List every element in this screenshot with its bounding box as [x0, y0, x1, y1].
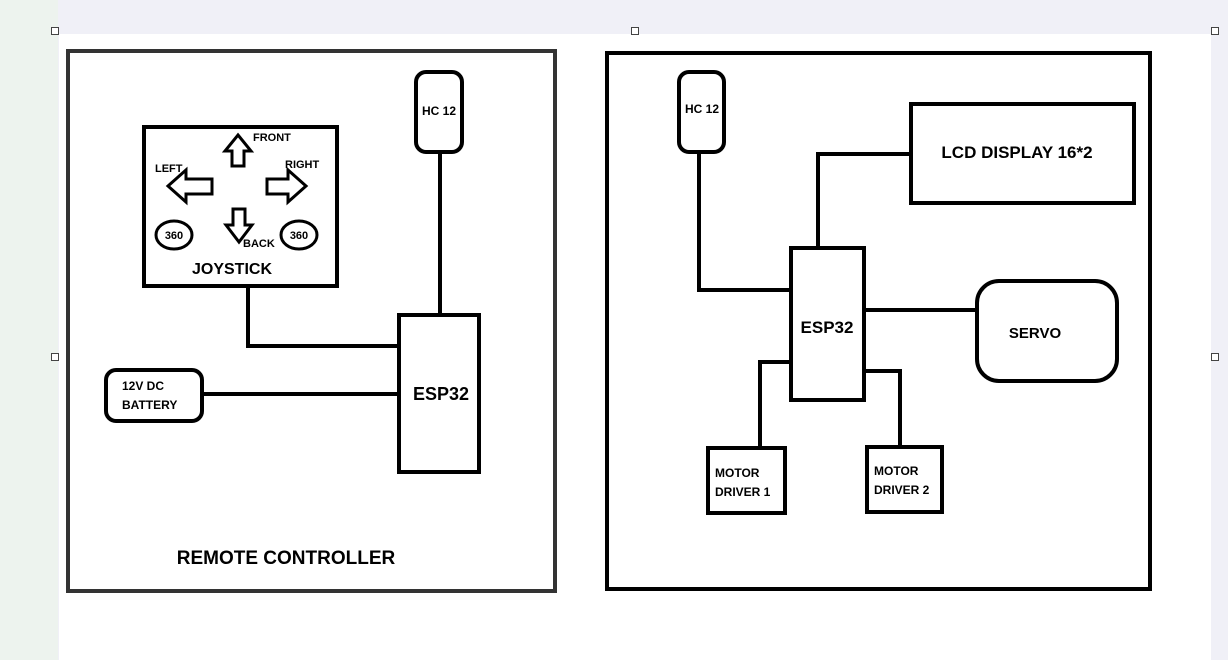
motor-driver-1-block [706, 446, 787, 515]
arrow-up-icon [221, 132, 255, 168]
battery-label-line2: BATTERY [122, 398, 177, 412]
wire-lcd-esp32 [816, 152, 911, 248]
receiver-hc12-block [677, 70, 726, 154]
motor-driver-1-label-line1: MOTOR [715, 466, 760, 480]
receiver-esp32-block [789, 246, 866, 402]
motor-driver-2-label-line2: DRIVER 2 [874, 483, 930, 497]
wire-esp32-motor1 [758, 360, 791, 448]
joystick-back-label: BACK [243, 238, 275, 250]
rotate-left-label: 360 [165, 230, 183, 242]
left-panel-strip [0, 0, 58, 660]
motor-driver-2-label-line1: MOTOR [874, 464, 919, 478]
wire-hc12-esp32-rx [697, 152, 791, 292]
joystick-right-label: RIGHT [285, 159, 320, 171]
receiver-frame [605, 51, 1152, 591]
rotate-left-button [154, 219, 194, 251]
joystick-arrows [165, 132, 309, 245]
joystick-left-label: LEFT [155, 163, 183, 175]
arrow-right-icon [265, 166, 309, 206]
receiver-wires [697, 152, 977, 448]
battery-block [104, 368, 204, 423]
remote-hc12-label: HC 12 [422, 104, 456, 118]
servo-label: SERVO [1009, 325, 1062, 342]
motor-driver-1-label-line2: DRIVER 1 [715, 485, 771, 499]
lcd-display-label: LCD DISPLAY 16*2 [941, 143, 1092, 162]
resize-handle-top-left[interactable] [51, 27, 59, 35]
servo-block [975, 279, 1119, 383]
rotate-right-label: 360 [290, 230, 308, 242]
remote-controller-frame [66, 49, 557, 593]
rotate-right-button [279, 219, 319, 251]
wire-joystick-esp32 [246, 286, 399, 348]
resize-handle-top-right[interactable] [1211, 27, 1219, 35]
joystick-front-label: FRONT [253, 132, 291, 144]
remote-controller-caption: REMOTE CONTROLLER [177, 548, 396, 569]
arrow-left-icon [165, 166, 214, 206]
resize-handle-top-center[interactable] [631, 27, 639, 35]
resize-handle-middle-left[interactable] [51, 353, 59, 361]
remote-esp32-block [397, 313, 481, 474]
wire-esp32-motor2 [864, 369, 902, 447]
receiver-esp32-label: ESP32 [801, 318, 854, 337]
resize-handle-middle-right[interactable] [1211, 353, 1219, 361]
remote-wires [202, 152, 442, 396]
battery-label-line1: 12V DC [122, 379, 164, 393]
arrow-down-icon [222, 207, 256, 245]
lcd-display-block [909, 102, 1136, 205]
receiver-hc12-label: HC 12 [685, 102, 719, 116]
motor-driver-2-block [865, 445, 944, 514]
remote-esp32-label: ESP32 [413, 384, 469, 404]
joystick-title: JOYSTICK [192, 261, 272, 278]
remote-hc12-block [414, 70, 464, 154]
